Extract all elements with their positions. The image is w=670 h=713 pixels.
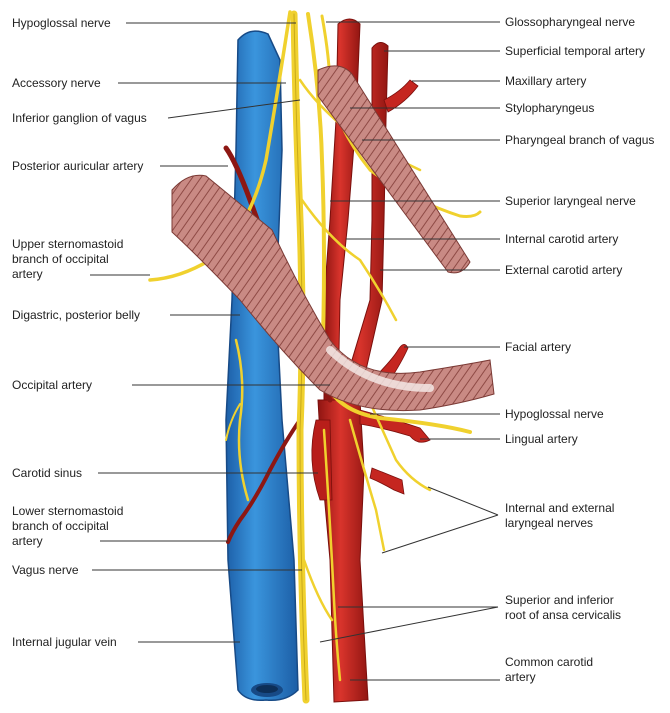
label-lower-sternomastoid-1: Lower sternomastoid <box>12 504 123 518</box>
label-hypoglossal-nerve-left: Hypoglossal nerve <box>12 16 111 30</box>
label-lower-sternomastoid-3: artery <box>12 534 43 548</box>
label-upper-sternomastoid-2: branch of occipital <box>12 252 109 266</box>
label-common-carotid-1: Common carotid <box>505 655 593 669</box>
label-pharyngeal-branch-vagus: Pharyngeal branch of vagus <box>505 133 654 147</box>
label-hypoglossal-nerve-right: Hypoglossal nerve <box>505 407 604 421</box>
label-carotid-sinus: Carotid sinus <box>12 466 82 480</box>
label-occipital-artery: Occipital artery <box>12 378 92 392</box>
label-external-carotid-artery: External carotid artery <box>505 263 622 277</box>
label-ansa-cervicalis-2: root of ansa cervicalis <box>505 608 621 622</box>
internal-jugular-vein <box>226 31 298 700</box>
label-superior-laryngeal-nerve: Superior laryngeal nerve <box>505 194 636 208</box>
label-ansa-cervicalis-1: Superior and inferior <box>505 593 614 607</box>
label-facial-artery: Facial artery <box>505 340 571 354</box>
label-inferior-ganglion-vagus: Inferior ganglion of vagus <box>12 111 147 125</box>
label-upper-sternomastoid-3: artery <box>12 267 43 281</box>
label-lingual-artery: Lingual artery <box>505 432 578 446</box>
labels-right: Glossopharyngeal nerve Superficial tempo… <box>505 15 654 684</box>
label-upper-sternomastoid-1: Upper sternomastoid <box>12 237 123 251</box>
label-internal-carotid-artery: Internal carotid artery <box>505 232 618 246</box>
labels-left: Hypoglossal nerve Accessory nerve Inferi… <box>12 16 147 649</box>
label-vagus-nerve: Vagus nerve <box>12 563 79 577</box>
label-glossopharyngeal-nerve: Glossopharyngeal nerve <box>505 15 635 29</box>
label-common-carotid-2: artery <box>505 670 536 684</box>
label-lower-sternomastoid-2: branch of occipital <box>12 519 109 533</box>
label-superficial-temporal-artery: Superficial temporal artery <box>505 44 645 58</box>
label-laryngeal-nerves-2: laryngeal nerves <box>505 516 593 530</box>
label-stylopharyngeus: Stylopharyngeus <box>505 101 594 115</box>
label-accessory-nerve: Accessory nerve <box>12 76 101 90</box>
label-digastric-posterior-belly: Digastric, posterior belly <box>12 308 140 322</box>
label-maxillary-artery: Maxillary artery <box>505 74 586 88</box>
label-laryngeal-nerves-1: Internal and external <box>505 501 614 515</box>
label-posterior-auricular-artery: Posterior auricular artery <box>12 159 143 173</box>
label-internal-jugular-vein: Internal jugular vein <box>12 635 117 649</box>
